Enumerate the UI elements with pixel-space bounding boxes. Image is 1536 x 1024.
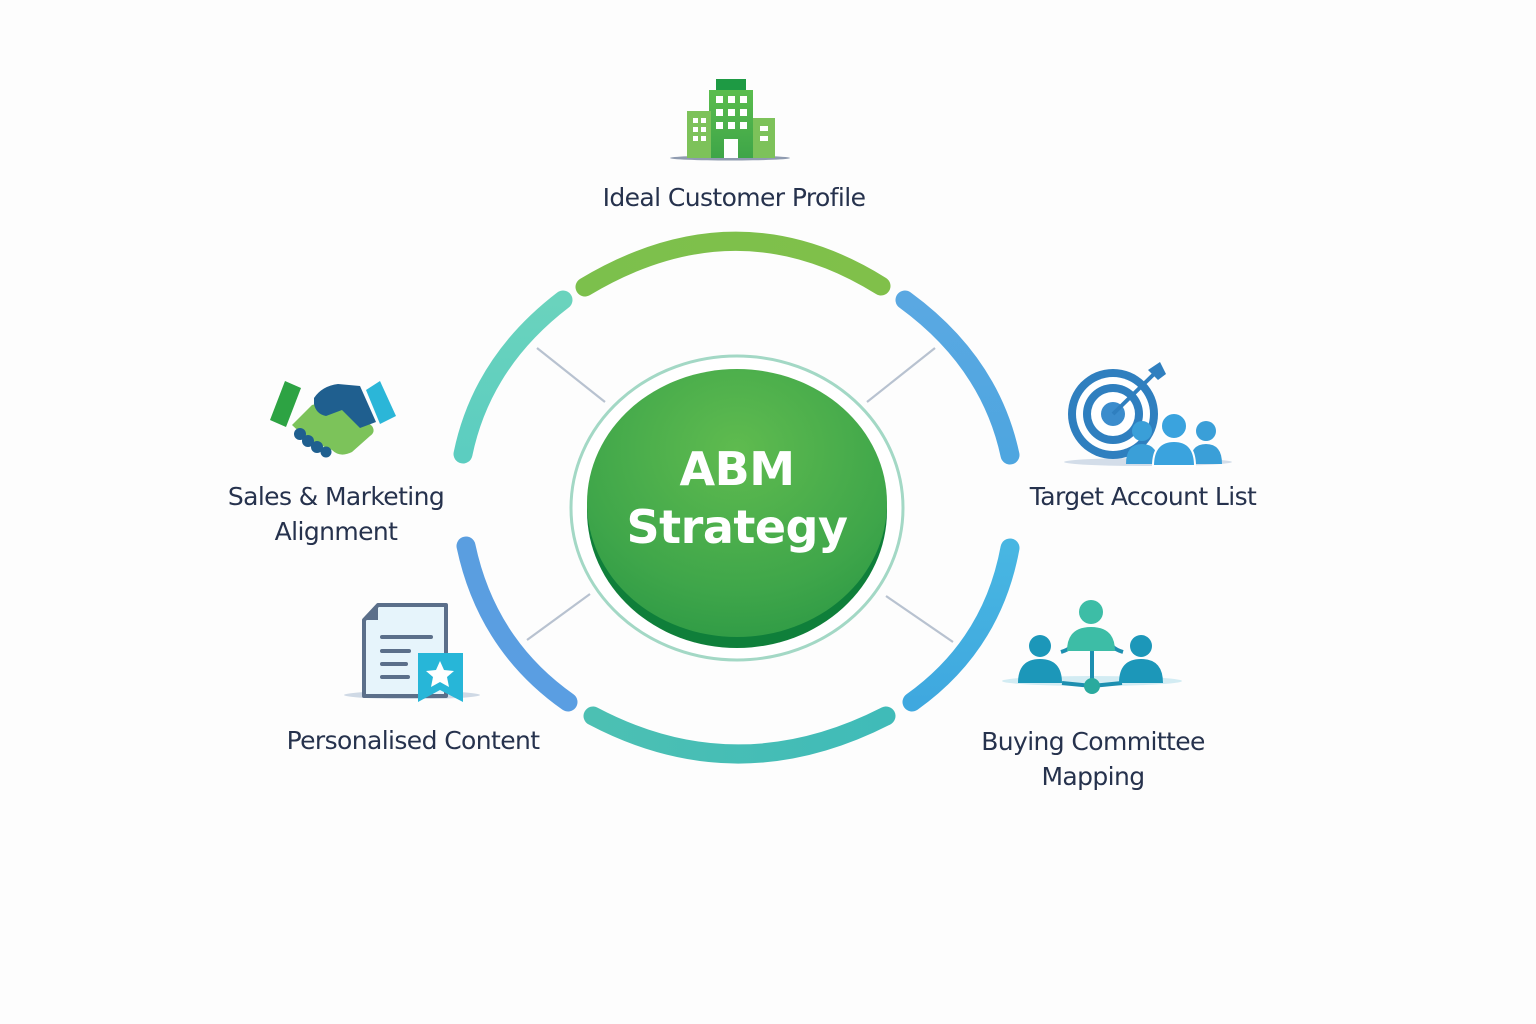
node-label-sales-marketing-alignment: Sales & Marketing Alignment — [205, 479, 467, 549]
ring-arc-upper-left — [453, 290, 573, 464]
node-label-personalised-content: Personalised Content — [276, 723, 550, 758]
connector-lines — [526, 347, 954, 643]
center-hub — [569, 354, 905, 662]
ring-arc-upper-right — [895, 290, 1020, 465]
target-account-list-text: Target Account List — [1029, 482, 1257, 511]
outer-ring — [453, 231, 1020, 764]
sales-marketing-line1: Sales & Marketing — [227, 482, 445, 511]
network-people-icon — [1002, 600, 1182, 694]
node-label-buying-committee-mapping: Buying Committee Mapping — [962, 724, 1224, 794]
center-title-line1: ABM — [679, 442, 795, 496]
node-label-target-account-list: Target Account List — [1012, 479, 1274, 514]
document-star-icon — [344, 603, 480, 702]
sales-marketing-line2: Alignment — [274, 517, 398, 546]
ring-arc-bottom — [583, 706, 896, 764]
personalised-content-text: Personalised Content — [286, 726, 540, 755]
center-title-line2: Strategy — [626, 500, 848, 554]
building-icon — [670, 79, 790, 161]
buying-committee-line2: Mapping — [1041, 762, 1145, 791]
ring-arc-lower-left — [456, 536, 578, 712]
target-audience-icon — [1064, 362, 1232, 467]
center-title: ABM Strategy — [587, 440, 887, 556]
buying-committee-line1: Buying Committee — [981, 727, 1205, 756]
handshake-icon — [270, 381, 396, 458]
ring-arc-top — [575, 231, 891, 297]
ring-arc-lower-right — [902, 538, 1020, 712]
node-label-ideal-customer-profile: Ideal Customer Profile — [584, 180, 884, 215]
ideal-customer-profile-text: Ideal Customer Profile — [602, 183, 866, 212]
